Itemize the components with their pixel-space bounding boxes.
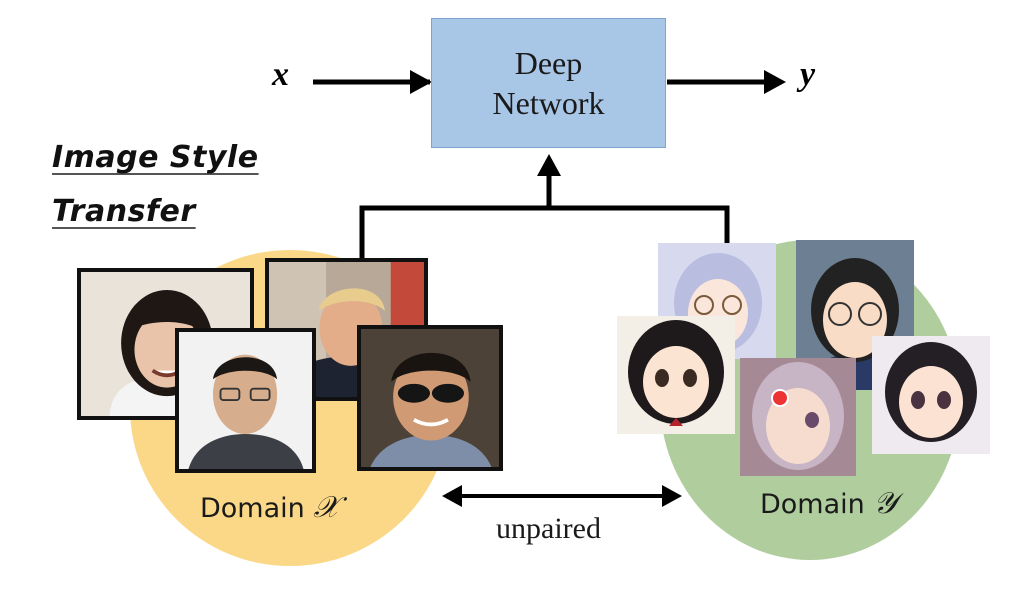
input-arrowhead (410, 70, 432, 94)
output-variable: y (800, 56, 816, 93)
face-photo-man-sunglasses-image (361, 329, 499, 467)
face-photo-man-glasses-image (179, 332, 312, 469)
title-line-1: Image Style (52, 140, 259, 175)
domain-connector (359, 205, 730, 262)
unpaired-arrowhead-left (442, 485, 462, 507)
network-label-line2: Network (492, 85, 605, 121)
unpaired-arrowhead-right (662, 485, 682, 507)
domain-x-symbol: 𝒳 (313, 490, 340, 525)
face-photo-man-glasses (175, 328, 316, 473)
connector-arrowhead (537, 154, 561, 176)
title-line-2: Transfer (52, 194, 196, 229)
anime-face-girl-short-hair-image (872, 336, 990, 454)
input-variable: x (272, 56, 289, 93)
unpaired-label: unpaired (496, 512, 601, 545)
anime-face-girl-dark-hair-image (617, 316, 735, 434)
anime-face-girl-dark-hair (617, 316, 735, 434)
anime-face-red-eye (740, 358, 856, 476)
anime-face-red-eye-image (740, 358, 856, 476)
network-label-line1: Deep (514, 45, 583, 81)
anime-face-girl-short-hair (872, 336, 990, 454)
domain-y-label: Domain 𝒴 (760, 486, 897, 521)
deep-network-box: Deep Network (431, 18, 666, 148)
face-photo-man-sunglasses (357, 325, 503, 471)
domain-x-label: Domain 𝒳 (200, 490, 339, 525)
domain-x-prefix: Domain (200, 493, 314, 524)
output-arrowhead (764, 70, 786, 94)
domain-y-symbol: 𝒴 (873, 486, 897, 521)
domain-y-prefix: Domain (760, 489, 874, 520)
